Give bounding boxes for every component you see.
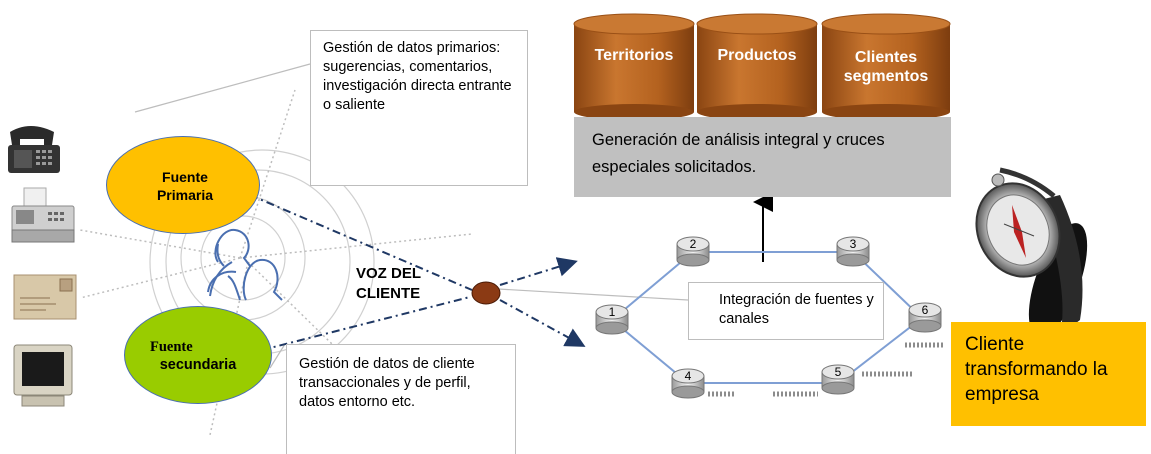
cylinder-label-productos: Productos [717, 47, 797, 64]
fax-icon [11, 187, 75, 243]
cylinder-label-clientes: Clientes segmentos [843, 49, 929, 85]
analysis-box: Generación de análisis integral y cruces… [574, 117, 951, 197]
secondary-data-callout: Gestión de datos de cliente transacciona… [286, 344, 516, 454]
cylinder-label-territorios: Territorios [594, 47, 674, 64]
secondary-data-text: Gestión de datos de cliente transacciona… [299, 356, 475, 410]
people-icon [207, 228, 283, 301]
node-4: 4 [685, 369, 692, 383]
compass-icon [975, 167, 1088, 337]
node-1: 1 [609, 305, 616, 319]
letter-icon [13, 274, 77, 320]
node-2: 2 [690, 237, 697, 251]
radial-dotted-lines [79, 89, 473, 436]
secondary-source-line1: Fuente [150, 339, 193, 355]
node-3: 3 [850, 237, 857, 251]
integration-callout: Integración de fuentes y canales [688, 282, 884, 340]
secondary-source-ellipse [124, 306, 272, 404]
voice-of-customer-label: VOZ DEL CLIENTE [356, 265, 422, 302]
cylinder-territorios [573, 13, 695, 120]
computer-monitor-icon [13, 344, 73, 407]
flow-arrows [249, 194, 586, 351]
secondary-source-label: Fuente secundaria [148, 338, 248, 374]
telephone-icon [8, 126, 60, 173]
network-disks [595, 236, 942, 399]
secondary-source-line2: secundaria [159, 357, 237, 373]
analysis-text: Generación de análisis integral y cruces… [592, 131, 885, 176]
primary-source-ellipse [106, 136, 260, 234]
callout-pointer-lines [134, 63, 689, 369]
integration-text: Integración de fuentes y canales [719, 292, 874, 327]
result-text: Cliente transformando la empresa [965, 334, 1108, 405]
primary-data-text: Gestión de datos primarios: sugerencias,… [323, 40, 512, 113]
node-5: 5 [835, 365, 842, 379]
voice-node [471, 281, 501, 305]
cylinder-clientes [821, 13, 951, 120]
network-hatches [708, 342, 945, 397]
node-6: 6 [922, 303, 929, 317]
primary-source-label: Fuente Primaria [156, 169, 214, 203]
primary-data-callout: Gestión de datos primarios: sugerencias,… [310, 30, 528, 186]
database-cylinders [573, 13, 951, 120]
cylinder-productos [696, 13, 818, 120]
result-box: Cliente transformando la empresa [951, 322, 1146, 426]
